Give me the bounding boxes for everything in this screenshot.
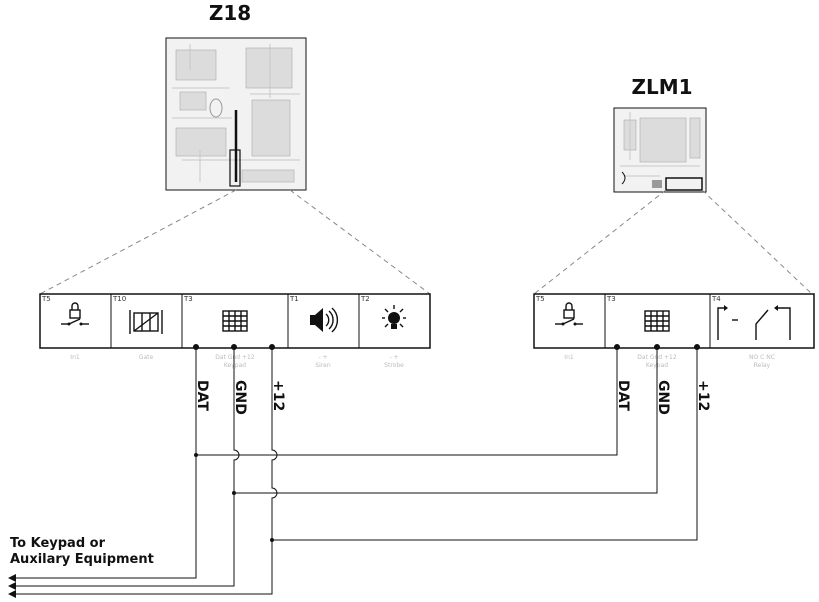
terminal-tag: T10	[112, 295, 126, 303]
aux-label-line1: To Keypad or	[10, 536, 106, 551]
z18-terminal-strip: T5 In1 T10 Gate T3	[39, 293, 431, 369]
terminal-caption-2: Keypad	[224, 362, 246, 369]
lock-switch-icon	[555, 302, 583, 326]
terminal-tag: T5	[41, 295, 51, 303]
zlm1-gnd-label: GND	[655, 380, 671, 415]
terminal-caption: Dat Gnd +12	[215, 354, 255, 361]
terminal-caption: Gate	[139, 354, 154, 361]
terminal-tag: T3	[606, 295, 616, 303]
relay-icon	[717, 305, 791, 340]
speaker-icon	[310, 307, 339, 333]
terminal-caption-2: Relay	[754, 362, 771, 369]
terminal-caption: NO C NC	[749, 354, 775, 361]
terminal-tag: T1	[289, 295, 299, 303]
terminal-caption: In1	[70, 354, 80, 361]
lock-switch-icon	[61, 302, 89, 326]
terminal-tag: T3	[183, 295, 193, 303]
keypad-icon	[644, 310, 670, 332]
z18-board-image	[165, 37, 307, 191]
terminal-tag: T2	[360, 295, 370, 303]
terminal-caption: - +	[389, 354, 398, 361]
zlm1-terminal-strip: T5 In1 T3 Dat Gnd +12 Keypad T4	[533, 293, 815, 369]
zlm1-title: ZLM1	[631, 75, 692, 99]
z18-plus12-label: +12	[270, 380, 286, 411]
zlm1-board-image	[613, 107, 707, 193]
terminal-caption: - +	[318, 354, 327, 361]
wiring	[8, 344, 700, 598]
terminal-caption: In1	[564, 354, 574, 361]
light-bulb-icon	[382, 305, 406, 329]
terminal-tag: T4	[711, 295, 721, 303]
z18-dat-label: DAT	[194, 380, 210, 411]
terminal-caption-2: Strobe	[384, 362, 404, 369]
terminal-caption-2: Siren	[315, 362, 331, 369]
keypad-icon	[222, 310, 248, 332]
z18-gnd-label: GND	[232, 380, 248, 415]
zlm1-plus12-label: +12	[695, 380, 711, 411]
z18-title: Z18	[209, 1, 251, 25]
aux-label-line2: Auxilary Equipment	[10, 552, 154, 567]
gate-icon	[129, 310, 163, 334]
terminal-tag: T5	[535, 295, 545, 303]
zlm1-dat-label: DAT	[615, 380, 631, 411]
